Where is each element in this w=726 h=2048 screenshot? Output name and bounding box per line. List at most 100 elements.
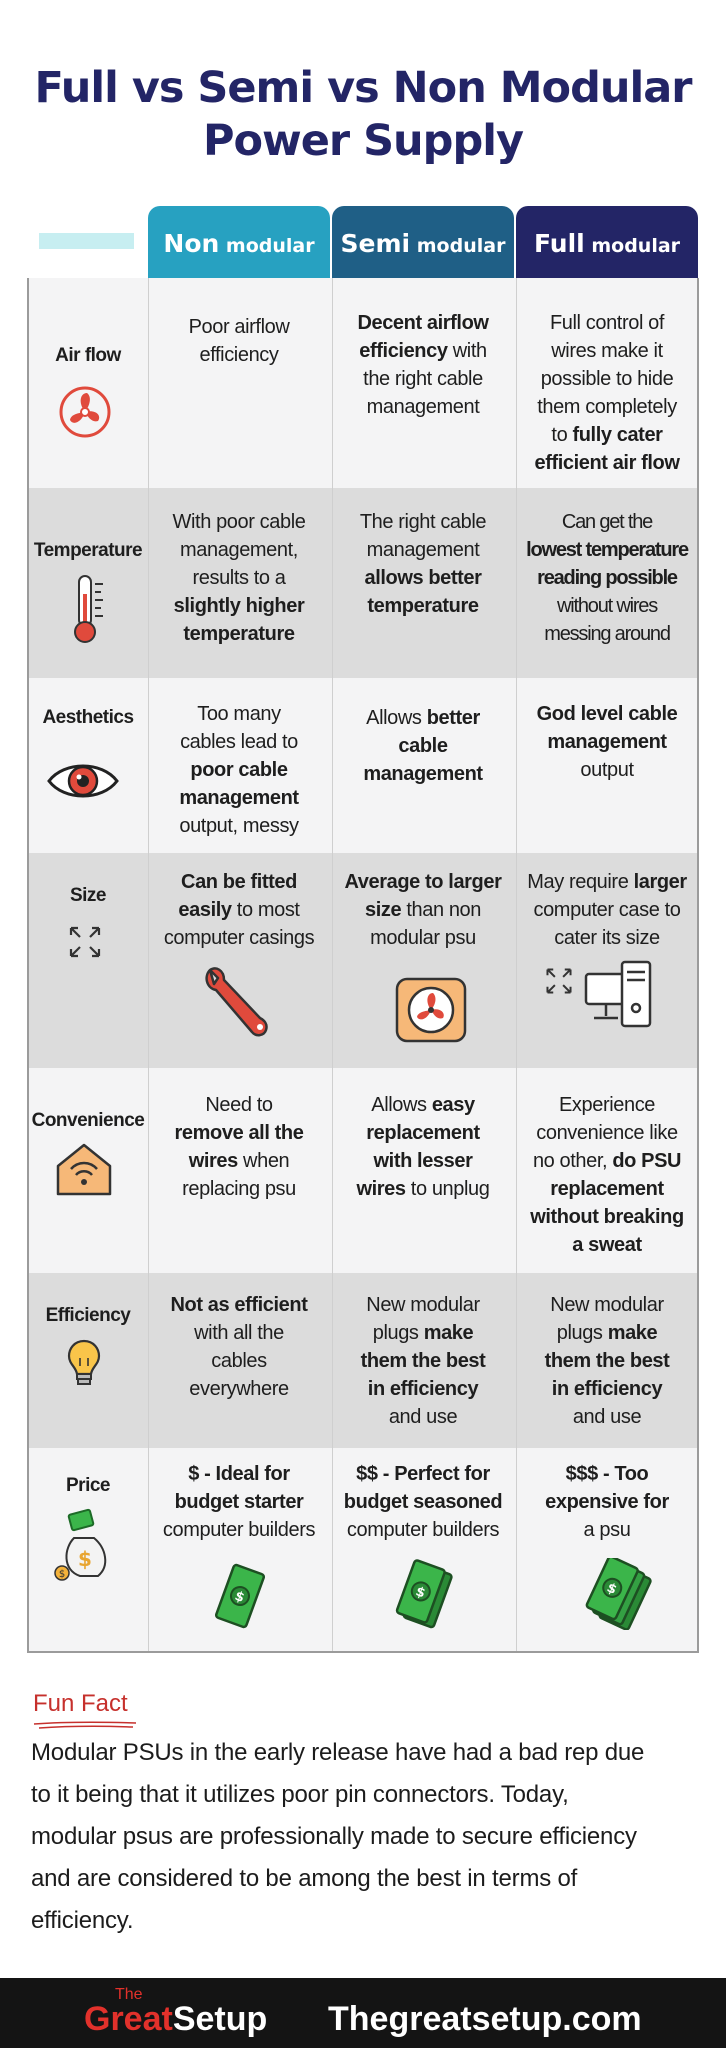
cell-line: temperature	[367, 595, 479, 617]
row-bg-temperature	[27, 488, 699, 678]
cell-line: reading possible	[537, 567, 678, 589]
cell-line: Average to larger	[344, 871, 502, 893]
cell-line: efficient air flow	[534, 452, 680, 474]
site-url-link[interactable]: Thegreatsetup.com	[328, 2000, 642, 2038]
cell-aesthetics-non: Too many cables lead to poor cable manag…	[148, 700, 330, 840]
cell-line: the right cable	[363, 368, 483, 390]
column-divider	[516, 278, 517, 1653]
cell-line: management,	[180, 539, 298, 561]
cell-price-non: $ - Ideal for budget starter computer bu…	[148, 1460, 330, 1544]
psu-fan-icon	[395, 977, 467, 1043]
logo-the: The	[115, 1986, 143, 2003]
cell-line: and use	[572, 1406, 642, 1428]
cell-line: messing around	[544, 623, 671, 645]
cell-price-semi: $$ - Perfect for budget seasoned compute…	[332, 1460, 514, 1544]
title-line-1: Full vs Semi vs Non Modular	[34, 63, 693, 113]
cell-line: cables lead to	[180, 731, 298, 753]
cell-convenience-non: Need to remove all the wires when replac…	[148, 1091, 330, 1203]
cell-line: remove all the	[174, 1122, 304, 1144]
page-title: Full vs Semi vs Non Modular Power Supply	[0, 62, 726, 168]
svg-text:$: $	[59, 1569, 65, 1580]
cell-line: replacement	[550, 1178, 664, 1200]
header-first-word: Full	[533, 229, 585, 258]
cell-line: God level cable	[536, 703, 678, 725]
column-divider	[148, 278, 149, 1653]
cell-line: slightly higher	[173, 595, 305, 617]
fun-fact-title: Fun Fact	[33, 1690, 128, 1717]
row-label-efficiency: Efficiency	[45, 1305, 131, 1326]
cell-line: Too many	[197, 703, 281, 725]
cell-line: poor cable	[190, 759, 288, 781]
cell-airflow-full: Full control of wires make it possible t…	[516, 309, 698, 477]
cell-size-non: Can be fitted easily to most computer ca…	[148, 868, 330, 952]
fun-fact-underline	[33, 1721, 137, 1729]
fun-fact-line: and are considered to be among the best …	[31, 1865, 578, 1892]
cell-line: management	[547, 731, 667, 753]
cell-temperature-full: Can get the lowest temperature reading p…	[516, 508, 698, 648]
cell-line: expensive for	[545, 1491, 669, 1513]
fun-fact-text: Modular PSUs in the early release have h…	[31, 1732, 701, 1942]
cell-line: Not as efficient	[170, 1294, 308, 1316]
cell-convenience-semi: Allows easy replacement with lesser wire…	[356, 1094, 490, 1200]
cell-line: temperature	[183, 623, 295, 645]
cell-airflow-semi: Decent airflow efficiency with the right…	[332, 309, 514, 421]
cell-line: results to a	[192, 567, 286, 589]
cell-line: New modular	[366, 1294, 480, 1316]
cell-line: $$ - Perfect for	[356, 1463, 490, 1485]
money-bag-icon: $ $	[54, 1508, 107, 1581]
cell-line: Need to	[205, 1094, 273, 1116]
cell-line: Can be fitted	[181, 871, 297, 893]
header-rest: modular	[219, 235, 315, 257]
computer-icon	[584, 960, 652, 1028]
title-line-2: Power Supply	[202, 116, 524, 166]
cell-line: convenience like	[536, 1122, 678, 1144]
cell-line: management	[366, 396, 480, 418]
fun-fact-line: modular psus are professionally made to …	[31, 1823, 637, 1850]
eye-icon	[47, 764, 119, 798]
cell-line: cable	[398, 735, 448, 757]
cell-line: With poor cable	[172, 511, 306, 533]
row-label-airflow: Air flow	[55, 345, 121, 366]
cell-line: Can get the	[561, 511, 653, 533]
column-header-full-modular: Full modular	[516, 206, 698, 295]
cell-line: Decent airflow	[357, 312, 489, 334]
cell-line: $ - Ideal for	[188, 1463, 290, 1485]
cell-convenience-full: Experience convenience like no other, do…	[516, 1091, 698, 1259]
cell-line: lowest temperature	[526, 539, 689, 561]
column-header-semi-modular: Semi modular	[332, 206, 514, 295]
cell-line: everywhere	[189, 1378, 289, 1400]
cell-line: a psu	[583, 1519, 631, 1541]
thermometer-icon	[74, 575, 103, 643]
site-logo[interactable]: GreatSetup	[84, 2000, 267, 2039]
row-label-temperature: Temperature	[33, 540, 143, 561]
column-header-non-modular: Non modular	[148, 206, 330, 295]
row-label-aesthetics: Aesthetics	[42, 707, 134, 728]
fun-fact-line: to it being that it utilizes poor pin co…	[31, 1781, 569, 1808]
row-bg-size	[27, 853, 699, 1068]
cell-line: replacing psu	[182, 1178, 296, 1200]
cell-size-full: May require larger computer case to cate…	[516, 868, 698, 952]
cell-line: budget seasoned	[343, 1491, 503, 1513]
cell-line: cater its size	[554, 927, 660, 949]
column-divider	[332, 278, 333, 1653]
cell-line: output	[580, 759, 634, 781]
cell-line: and use	[388, 1406, 458, 1428]
resize-small-icon	[546, 968, 572, 994]
cell-line: computer casings	[163, 927, 315, 949]
fan-icon	[59, 386, 111, 438]
cell-line: Full control of	[549, 312, 665, 334]
fun-fact-line: Modular PSUs in the early release have h…	[31, 1739, 645, 1766]
cell-line: The right cable	[359, 511, 487, 533]
row-bg-convenience	[27, 1068, 699, 1273]
banknotes-icon: $	[395, 1559, 453, 1629]
cell-line: them the best	[360, 1350, 486, 1372]
cell-line: Poor airflow	[188, 316, 290, 338]
row-bg-price	[27, 1448, 699, 1653]
cell-line: with all the	[194, 1322, 284, 1344]
svg-text:$: $	[78, 1547, 92, 1571]
cell-line: in efficiency	[551, 1378, 663, 1400]
cell-line: without wires	[557, 595, 658, 617]
cell-line: possible to hide	[540, 368, 674, 390]
row-bg-efficiency	[27, 1273, 699, 1448]
row-bg-airflow	[27, 278, 699, 488]
